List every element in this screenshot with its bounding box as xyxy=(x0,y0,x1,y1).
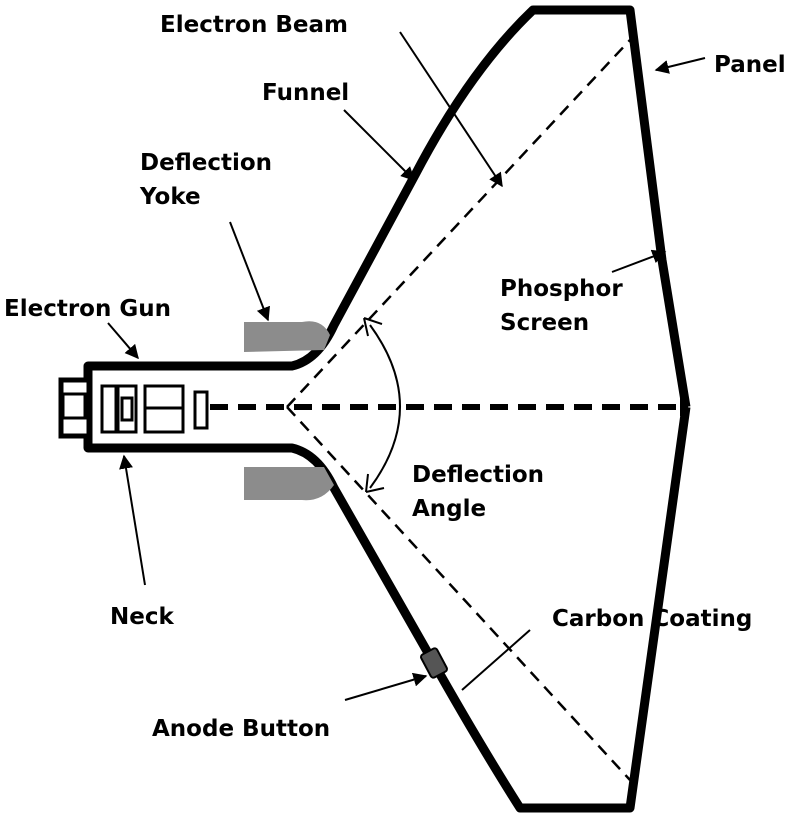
label-deflection-angle-2: Angle xyxy=(412,496,486,522)
label-deflection-yoke-2: Yoke xyxy=(139,184,201,210)
arrow-deflection-yoke xyxy=(229,221,270,322)
arrow-phosphor-screen xyxy=(611,249,667,273)
electron-gun-electrodes xyxy=(100,384,209,434)
arrow-carbon-coating xyxy=(461,629,531,691)
tube-outline-bottom xyxy=(83,406,691,813)
arrow-anode-button xyxy=(344,672,428,701)
label-panel: Panel xyxy=(714,52,786,78)
arrow-electron-beam xyxy=(399,31,503,188)
gun-base-plug xyxy=(61,392,87,420)
deflection-angle-arc xyxy=(369,324,401,489)
screen-center-mark xyxy=(680,398,688,416)
arrow-neck xyxy=(119,454,146,586)
label-neck: Neck xyxy=(110,604,174,630)
deflection-angle-arrowhead-top xyxy=(363,317,383,337)
leader-arrows xyxy=(107,31,706,701)
beam-deflected-down xyxy=(286,406,631,781)
label-carbon-coating: Carbon Coating xyxy=(552,606,752,632)
arrow-panel xyxy=(654,57,706,74)
deflection-angle-arrowhead-bottom xyxy=(365,473,385,493)
arrow-funnel xyxy=(343,109,415,181)
label-deflection-angle-1: Deflection xyxy=(412,462,544,488)
deflection-yoke-top xyxy=(244,321,330,352)
label-electron-beam: Electron Beam xyxy=(160,12,348,38)
label-deflection-yoke-1: Deflection xyxy=(140,150,272,176)
arrow-electron-gun xyxy=(107,322,139,360)
label-funnel: Funnel xyxy=(262,80,349,106)
label-phosphor-screen-2: Screen xyxy=(500,310,589,336)
deflection-yoke-bottom xyxy=(244,467,334,501)
anode-button xyxy=(420,647,448,679)
tube-outline-top xyxy=(83,5,691,408)
label-phosphor-screen-1: Phosphor xyxy=(500,276,623,302)
beam-deflected-up xyxy=(286,39,631,408)
label-anode-button: Anode Button xyxy=(152,716,330,742)
label-electron-gun: Electron Gun xyxy=(4,296,171,322)
